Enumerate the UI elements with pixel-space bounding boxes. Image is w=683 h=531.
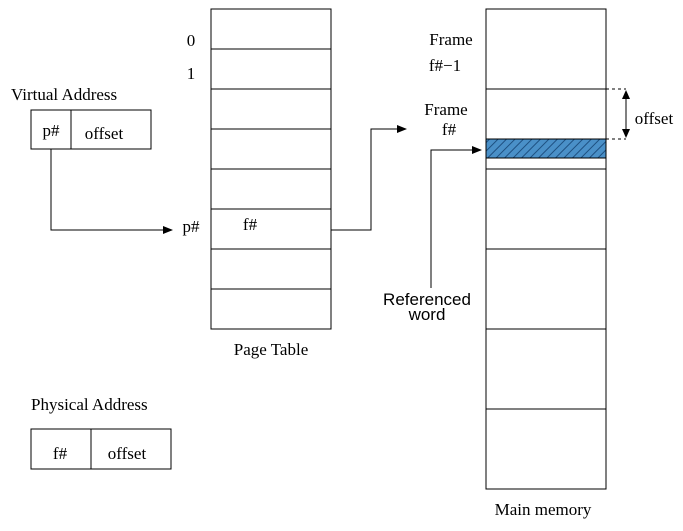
page-table-label: Page Table [234, 340, 309, 359]
page-table-lookup-index: p# [183, 217, 201, 236]
physical-address-offset-field: offset [108, 444, 147, 463]
physical-address-frame-field: f# [53, 444, 68, 463]
virtual-address-title: Virtual Address [11, 85, 117, 104]
frame-cur-label-line1: Frame [424, 100, 467, 119]
physical-address-title: Physical Address [31, 395, 148, 414]
referenced-word-arrow [430, 146, 482, 288]
physical-address-frame-cell [30, 428, 92, 470]
referenced-word-cell [485, 138, 607, 159]
virtual-address-offset-cell [70, 109, 152, 150]
physical-address-offset-cell [90, 428, 172, 470]
page-table-index-1: 1 [187, 64, 196, 83]
referenced-word-line2: word [408, 305, 446, 324]
physical-address: Physical Address f# offset [30, 395, 172, 470]
referenced-word-line1: Referenced [383, 290, 471, 309]
main-memory-label: Main memory [495, 500, 592, 519]
page-table-index-0: 0 [187, 31, 196, 50]
frame-prev-label-line1: Frame [429, 30, 472, 49]
frame-cur-label-line2: f# [442, 120, 457, 139]
virtual-address: Virtual Address p# offset [11, 85, 152, 150]
virtual-address-offset-field: offset [85, 124, 124, 143]
virtual-address-page-field: p# [43, 121, 61, 140]
frame-prev-label-line2: f#−1 [429, 56, 461, 75]
page-table: 0 1 p# f# Page Table [183, 8, 332, 359]
page-number-arrow [50, 149, 173, 234]
frame-number-arrow [331, 125, 407, 231]
offset-label: offset [635, 109, 674, 128]
virtual-address-page-cell [30, 109, 72, 150]
main-memory: Frame f#−1 Frame f# offset Main memory [424, 8, 674, 519]
page-table-entry-value: f# [243, 215, 258, 234]
